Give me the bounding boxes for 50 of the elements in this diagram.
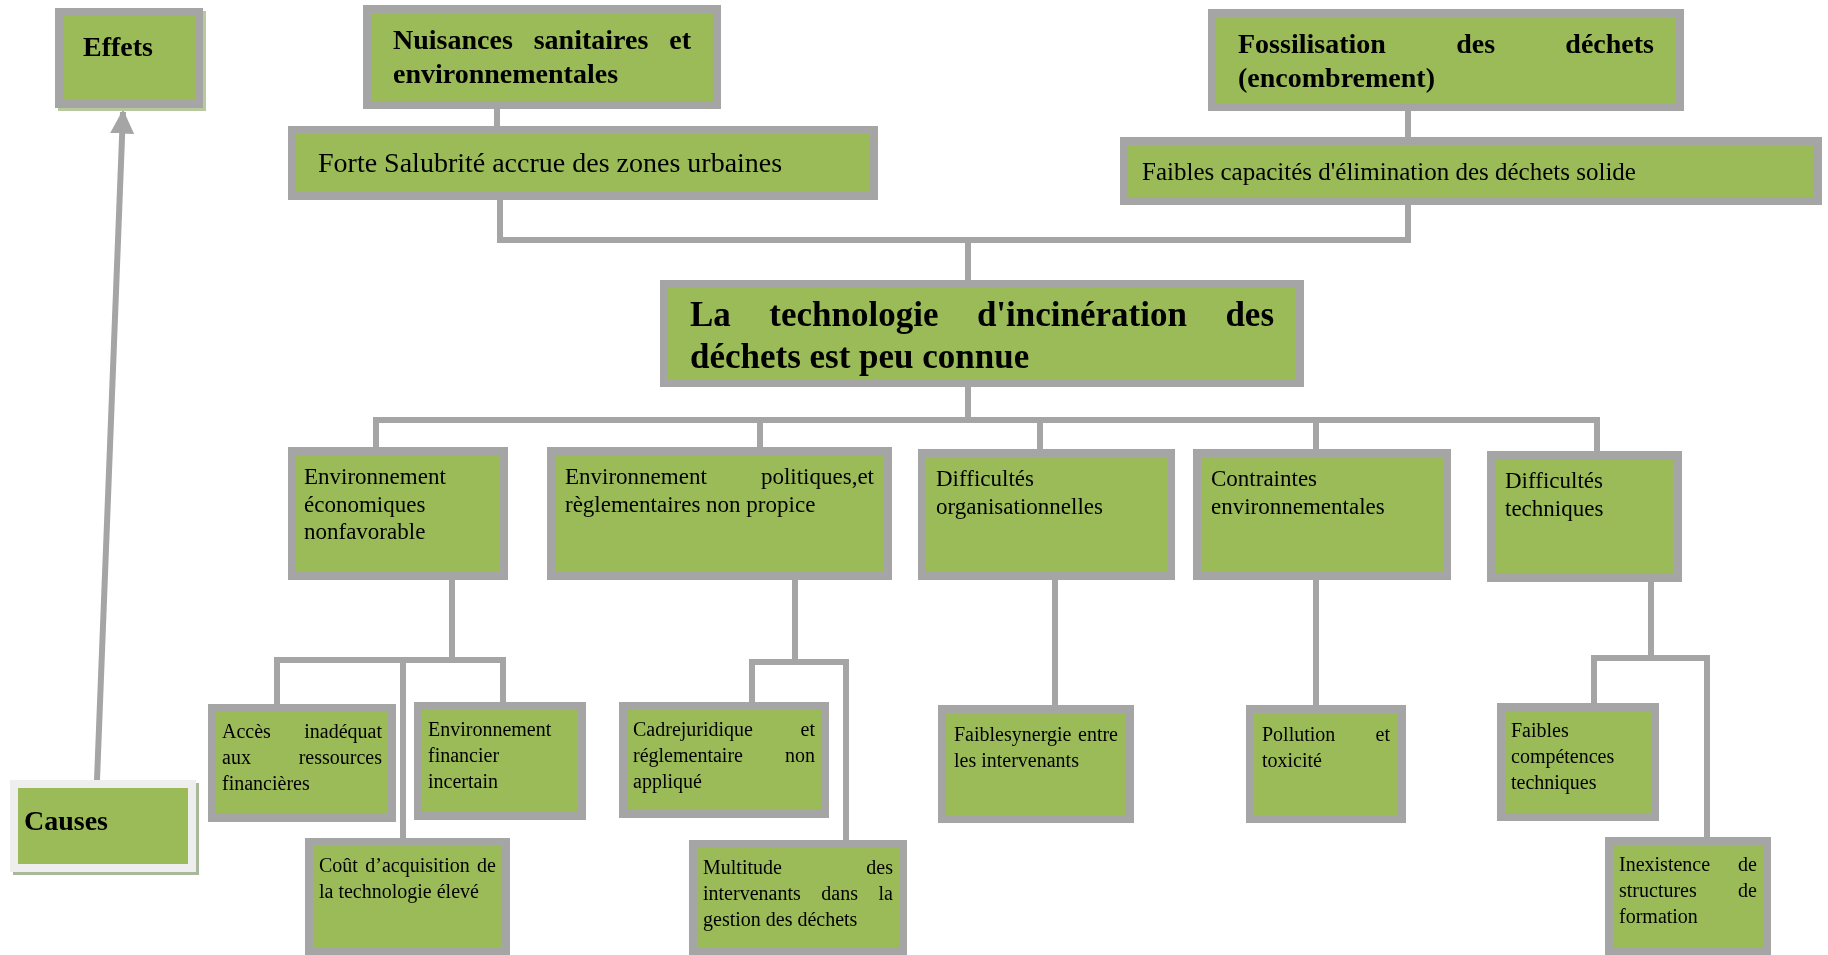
box-text: Forte Salubrité accrue des zones urbaines bbox=[318, 146, 784, 180]
box-text: Nuisances sanitaires et environnementales bbox=[393, 23, 691, 91]
box-text: Accès inadéquat aux ressources financières bbox=[222, 719, 382, 796]
cause-box bbox=[1193, 449, 1451, 580]
box-text: Faiblesynergie entre les intervenants bbox=[954, 722, 1118, 773]
sub-cause-box bbox=[1246, 705, 1406, 823]
box-text: Multitude des intervenants dans la gestion des déchets bbox=[703, 855, 893, 932]
sub-cause-box bbox=[1497, 703, 1659, 821]
sub-cause-box bbox=[208, 704, 396, 822]
axis-label-box bbox=[55, 8, 203, 108]
box-text: Environnement économiques nonfavorable bbox=[304, 463, 447, 546]
box-text: Inexistence de structures de formation bbox=[1619, 852, 1757, 929]
sub-cause-box bbox=[619, 702, 829, 818]
connector-line bbox=[1313, 580, 1319, 705]
cause-box bbox=[288, 447, 508, 580]
connector-line bbox=[792, 580, 849, 840]
box-text: Faibles compétences techniques bbox=[1511, 718, 1616, 795]
box-text: Difficultés organisationnelles bbox=[936, 465, 1104, 521]
effect-box bbox=[1120, 137, 1822, 205]
box-text: Fossilisation des déchets (encombrement) bbox=[1238, 27, 1654, 95]
sub-cause-box bbox=[938, 705, 1134, 823]
box-text: Difficultés techniques bbox=[1505, 467, 1605, 523]
box-text: Environnement politiques,et règlementaires non propice bbox=[565, 463, 874, 519]
sub-cause-box bbox=[1605, 837, 1771, 955]
connector-line bbox=[1052, 580, 1058, 705]
cause-box bbox=[918, 449, 1175, 580]
box-text: Contraintes environnementales bbox=[1211, 465, 1386, 521]
cause-box bbox=[547, 447, 892, 580]
axis-label: Causes bbox=[24, 804, 109, 838]
core-problem-box bbox=[660, 280, 1304, 387]
sub-cause-box bbox=[414, 702, 586, 820]
box-text: La technologie d'incinération des déchets est peu connue bbox=[690, 294, 1274, 378]
effect-box bbox=[363, 5, 721, 109]
connector-line bbox=[965, 205, 1411, 280]
box-text: Pollution et toxicité bbox=[1262, 722, 1390, 773]
axis-label: Effets bbox=[83, 30, 154, 64]
box-text: Environnement financier incertain bbox=[428, 717, 553, 794]
connector-line bbox=[1648, 582, 1710, 837]
box-text: Faibles capacités d'élimination des déchets solide bbox=[1142, 157, 1637, 187]
sub-cause-box bbox=[689, 840, 907, 955]
effect-box bbox=[1208, 9, 1684, 111]
connector-line bbox=[1405, 111, 1411, 137]
axis-label-box bbox=[10, 780, 196, 872]
cause-box bbox=[1487, 451, 1682, 582]
sub-cause-box bbox=[305, 838, 510, 955]
box-text: Cadrejuridique et réglementaire non appliqué bbox=[633, 717, 815, 794]
effect-box bbox=[288, 126, 878, 200]
box-text: Coût d’acquisition de la technologie élevé bbox=[319, 853, 496, 904]
connector-line bbox=[494, 109, 500, 126]
arrow bbox=[94, 109, 135, 781]
